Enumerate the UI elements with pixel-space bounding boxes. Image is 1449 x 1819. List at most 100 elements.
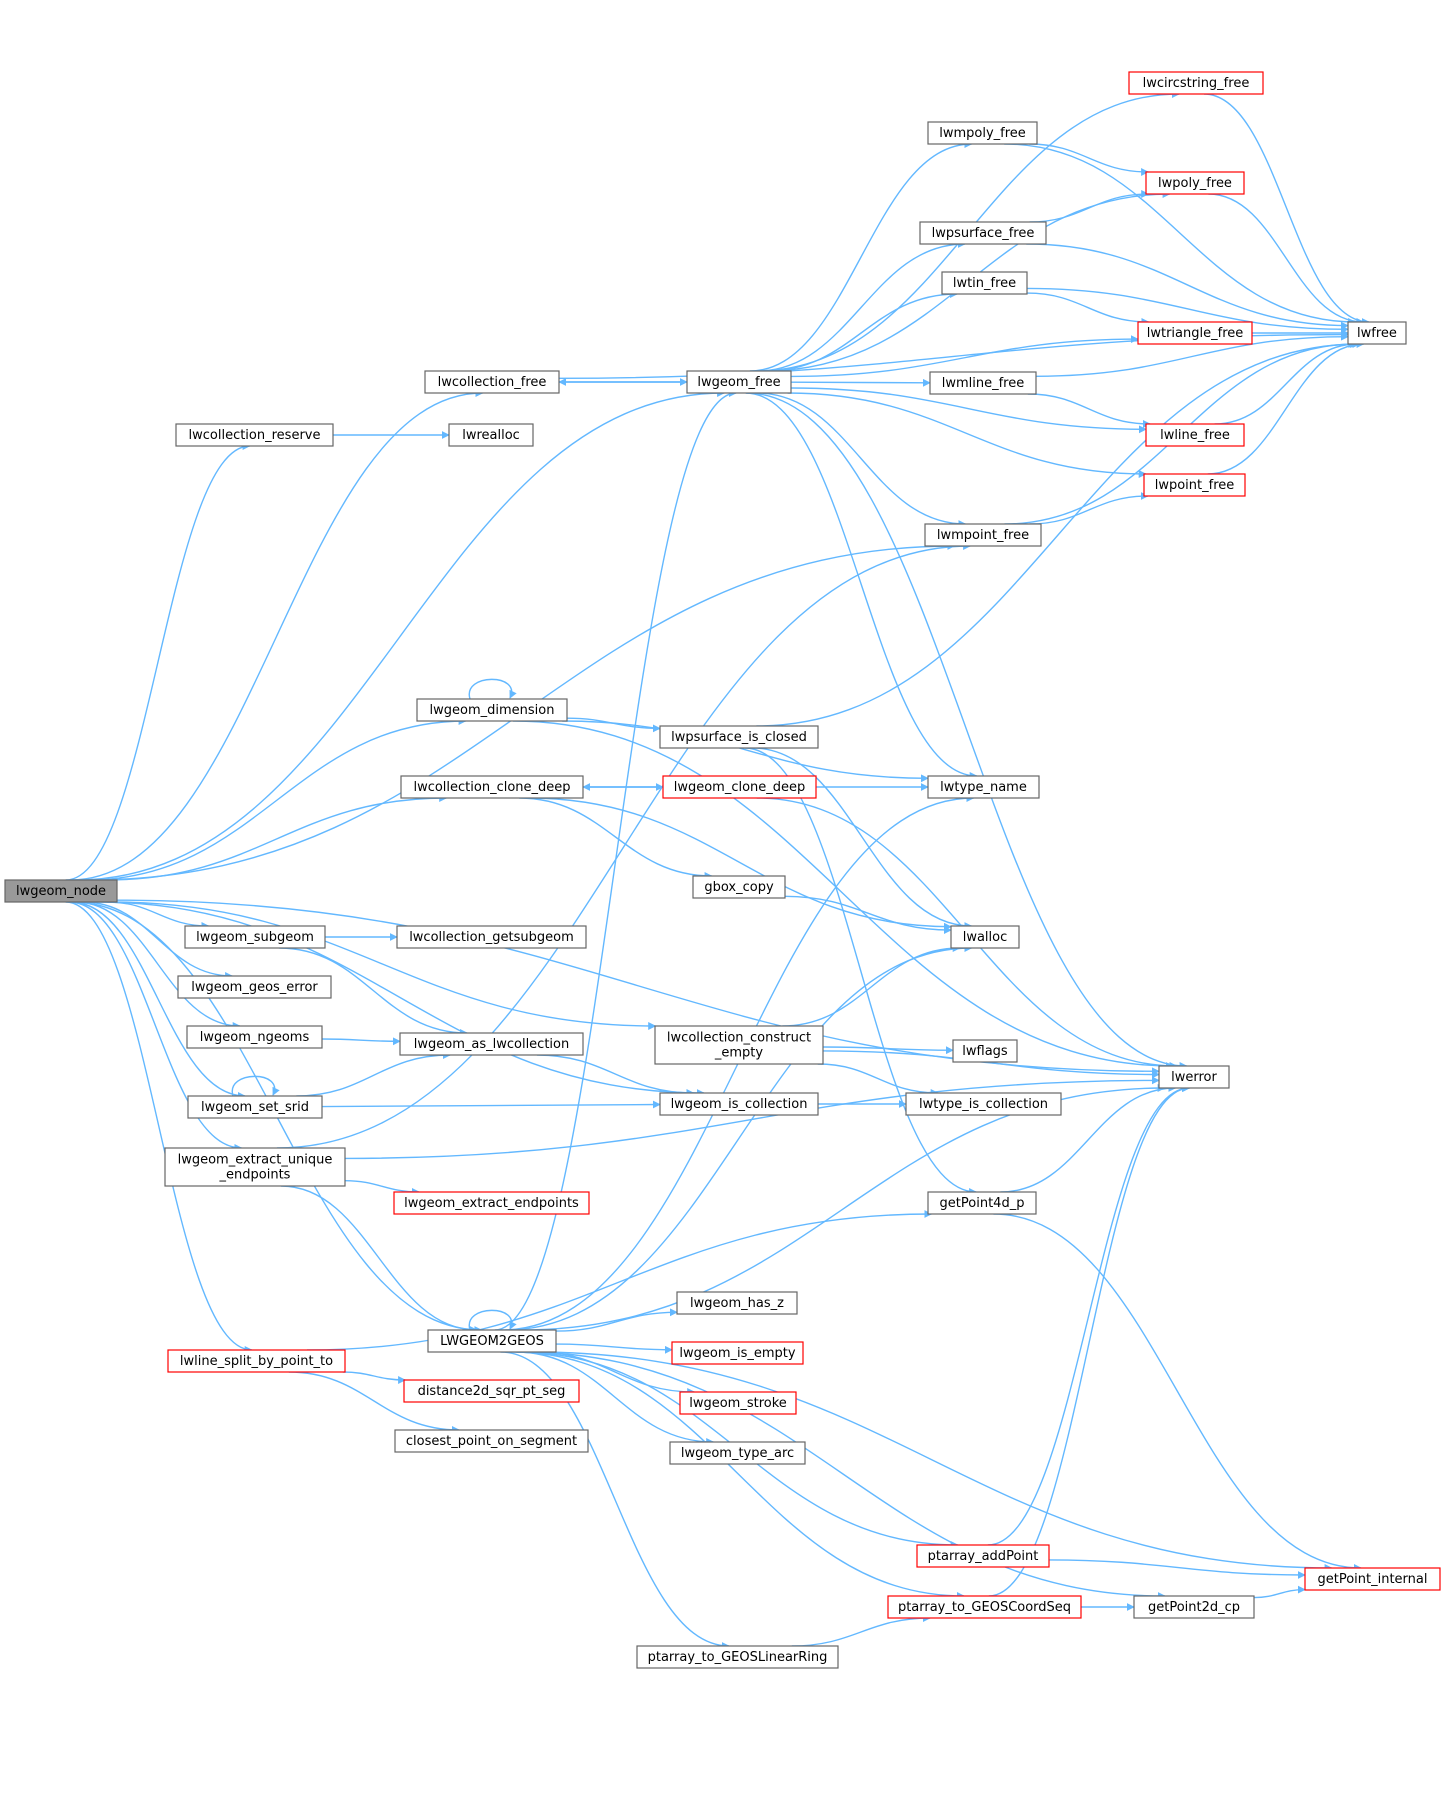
node-label: getPoint4d_p: [940, 1196, 1025, 1211]
node-lwgeom_geos_error[interactable]: lwgeom_geos_error: [177, 975, 332, 999]
node-label: lwgeom_stroke: [689, 1396, 787, 1411]
node-box: [1128, 71, 1264, 95]
edge-lwgeom_free-to-lwmpoint_free: [756, 392, 967, 528]
edge-lwcollection_clone_deep-to-gbox_copy: [519, 797, 713, 880]
edge-lwmpoly_free-to-lwfree: [1004, 143, 1357, 326]
node-lwpoly_free[interactable]: lwpoly_free: [1145, 171, 1245, 195]
node-distance2d_sqr_pt_seg[interactable]: distance2d_sqr_pt_seg: [403, 1379, 580, 1403]
node-lwgeom_node[interactable]: lwgeom_node: [4, 879, 118, 903]
edge-lwmpoly_free-to-lwpoly_free: [1029, 143, 1150, 176]
node-lwpsurface_is_closed[interactable]: lwpsurface_is_closed: [659, 725, 819, 749]
node-ptarray_to_GEOSCoordSeq[interactable]: ptarray_to_GEOSCoordSeq: [887, 1595, 1082, 1619]
edge-lwmline_free-to-lwfree: [1035, 332, 1349, 377]
node-ptarray_to_GEOSLinearRing[interactable]: ptarray_to_GEOSLinearRing: [636, 1645, 839, 1669]
edge-lwgeom_free-to-lwpoint_free: [787, 392, 1147, 478]
node-lwgeom_clone_deep[interactable]: lwgeom_clone_deep: [662, 775, 817, 799]
edge-lwpsurface_free-to-lwfree: [1026, 243, 1349, 330]
edge-lwpsurface_is_closed-to-lwalloc: [752, 747, 973, 930]
node-lwcollection_clone_deep[interactable]: lwcollection_clone_deep: [400, 775, 584, 799]
node-box: [164, 1147, 346, 1187]
edge-lwpsurface_free-to-lwpoly_free: [1029, 190, 1150, 223]
node-lwtype_is_collection[interactable]: lwtype_is_collection: [905, 1092, 1062, 1116]
node-label: lwtriangle_free: [1147, 326, 1244, 341]
edge-lwline_split_by_point_to-to-getPoint4d_p: [306, 1210, 933, 1351]
node-label: lwpoly_free: [1158, 176, 1232, 191]
node-label: lwtype_name: [940, 780, 1027, 795]
node-lwgeom_is_collection[interactable]: lwgeom_is_collection: [659, 1092, 819, 1116]
node-lwmpoint_free[interactable]: lwmpoint_free: [924, 523, 1042, 547]
node-lwfree[interactable]: lwfree: [1347, 321, 1407, 345]
node-label: lwmpoly_free: [939, 126, 1026, 141]
node-box: [187, 1095, 323, 1119]
node-lwflags[interactable]: lwflags: [952, 1039, 1018, 1063]
node-lwtriangle_free[interactable]: lwtriangle_free: [1137, 321, 1253, 345]
node-lwmpoly_free[interactable]: lwmpoly_free: [927, 121, 1038, 145]
node-box: [654, 1025, 824, 1065]
node-lwgeom_free[interactable]: lwgeom_free: [686, 370, 792, 394]
node-lwtin_free[interactable]: lwtin_free: [941, 271, 1028, 295]
node-lwcollection_getsubgeom[interactable]: lwcollection_getsubgeom: [396, 925, 587, 949]
node-lwcollection_construct_empty[interactable]: lwcollection_construct_empty: [654, 1025, 824, 1065]
edge-lwpsurface_is_closed-to-lwfree: [756, 340, 1361, 727]
node-label: lwcollection_construct: [667, 1031, 811, 1046]
node-box: [924, 523, 1042, 547]
node-label: lwcollection_clone_deep: [413, 780, 570, 795]
node-lwcircstring_free[interactable]: lwcircstring_free: [1128, 71, 1264, 95]
node-label: lwgeom_extract_endpoints: [404, 1196, 579, 1211]
node-box: [403, 1379, 580, 1403]
node-ptarray_addPoint[interactable]: ptarray_addPoint: [916, 1544, 1050, 1568]
node-box: [399, 1032, 584, 1056]
node-lwpoint_free[interactable]: lwpoint_free: [1143, 473, 1246, 497]
node-lwgeom_stroke[interactable]: lwgeom_stroke: [679, 1391, 797, 1415]
edge-LWGEOM2GEOS-to-lwalloc: [505, 944, 973, 1331]
node-lwline_free[interactable]: lwline_free: [1145, 423, 1245, 447]
node-LWGEOM2GEOS[interactable]: LWGEOM2GEOS: [427, 1329, 557, 1353]
node-getPoint2d_cp[interactable]: getPoint2d_cp: [1133, 1595, 1255, 1619]
node-box: [671, 1341, 804, 1365]
node-lwgeom_extract_unique_endpoints[interactable]: lwgeom_extract_unique_endpoints: [164, 1147, 346, 1187]
edge-LWGEOM2GEOS-to-ptarray_to_GEOSCoordSeq: [512, 1351, 965, 1600]
edge-lwtin_free-to-lwtriangle_free: [1026, 292, 1150, 326]
node-lwtype_name[interactable]: lwtype_name: [927, 775, 1040, 799]
node-lwcollection_free[interactable]: lwcollection_free: [424, 370, 560, 394]
node-lwerror[interactable]: lwerror: [1158, 1065, 1230, 1089]
node-lwgeom_extract_endpoints[interactable]: lwgeom_extract_endpoints: [393, 1191, 590, 1215]
node-lwline_split_by_point_to[interactable]: lwline_split_by_point_to: [167, 1349, 346, 1373]
node-label: lwtin_free: [953, 276, 1016, 291]
node-lwpsurface_free[interactable]: lwpsurface_free: [919, 221, 1047, 245]
node-lwalloc[interactable]: lwalloc: [950, 925, 1020, 949]
node-label: lwgeom_is_empty: [679, 1346, 796, 1361]
node-lwgeom_is_empty[interactable]: lwgeom_is_empty: [671, 1341, 804, 1365]
node-box: [186, 1025, 323, 1049]
node-lwgeom_has_z[interactable]: lwgeom_has_z: [676, 1291, 798, 1315]
node-lwrealloc[interactable]: lwrealloc: [448, 423, 534, 447]
node-lwgeom_ngeoms[interactable]: lwgeom_ngeoms: [186, 1025, 323, 1049]
node-label: lwrealloc: [462, 428, 520, 443]
edge-lwline_split_by_point_to-to-distance2d_sqr_pt_seg: [342, 1371, 407, 1384]
node-gbox_copy[interactable]: gbox_copy: [692, 875, 786, 899]
node-label: lwgeom_type_arc: [681, 1446, 794, 1461]
node-box: [1347, 321, 1407, 345]
edge-LWGEOM2GEOS-to-ptarray_to_GEOSLinearRing: [500, 1351, 730, 1650]
node-box: [692, 875, 786, 899]
node-lwcollection_reserve[interactable]: lwcollection_reserve: [175, 423, 334, 447]
node-lwgeom_dimension[interactable]: lwgeom_dimension: [416, 698, 568, 722]
node-label: lwcollection_getsubgeom: [409, 930, 574, 945]
edge-lwgeom_node-to-lwgeom_extract_unique_endpoints: [68, 901, 243, 1152]
node-lwgeom_as_lwcollection[interactable]: lwgeom_as_lwcollection: [399, 1032, 584, 1056]
node-closest_point_on_segment[interactable]: closest_point_on_segment: [394, 1429, 589, 1453]
node-label: lwgeom_as_lwcollection: [414, 1037, 569, 1052]
node-lwgeom_set_srid[interactable]: lwgeom_set_srid: [187, 1095, 323, 1119]
edge-lwgeom_set_srid-to-lwgeom_set_srid: [231, 1075, 280, 1097]
node-getPoint_internal[interactable]: getPoint_internal: [1304, 1567, 1441, 1591]
node-box: [659, 725, 819, 749]
node-label: lwgeom_dimension: [430, 703, 555, 718]
node-lwgeom_subgeom[interactable]: lwgeom_subgeom: [184, 925, 326, 949]
node-label: ptarray_addPoint: [928, 1549, 1039, 1564]
node-getPoint4d_p[interactable]: getPoint4d_p: [927, 1191, 1037, 1215]
node-box: [1158, 1065, 1230, 1089]
edge-lwgeom_free-to-lwtin_free: [766, 290, 958, 372]
node-lwmline_free[interactable]: lwmline_free: [929, 371, 1037, 395]
node-lwgeom_type_arc[interactable]: lwgeom_type_arc: [669, 1441, 806, 1465]
